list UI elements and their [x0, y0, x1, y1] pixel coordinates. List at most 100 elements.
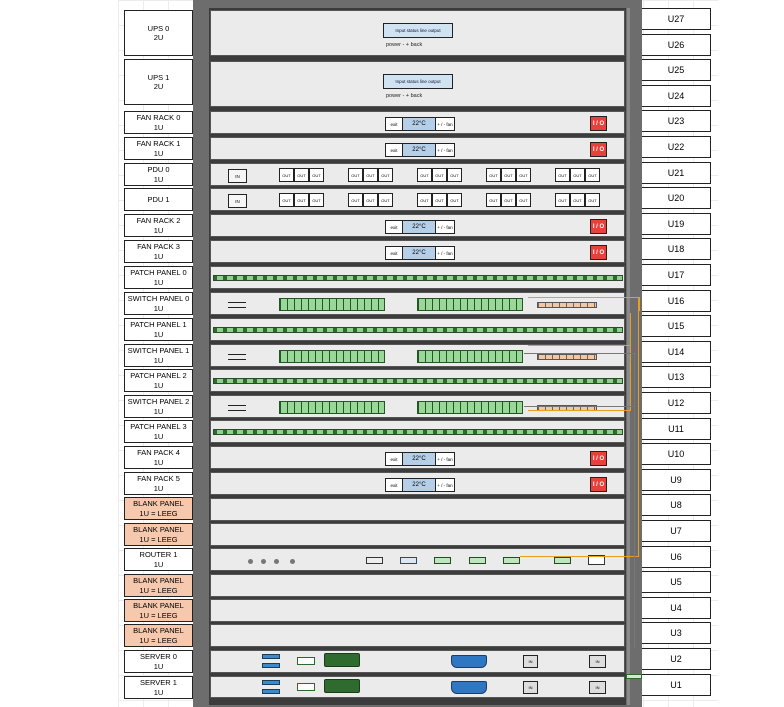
router-wan-port[interactable]: [554, 557, 571, 564]
pdu-outlet[interactable]: OUT: [555, 193, 570, 207]
pdu-outlet[interactable]: OUT: [309, 193, 324, 207]
device-label-text: SERVER 0 1U: [140, 652, 177, 671]
power-switch[interactable]: I / O: [590, 245, 607, 260]
pdu-outlet[interactable]: OUT: [378, 193, 393, 207]
switch-sfp-ports[interactable]: [537, 302, 597, 308]
blank-panel-unit: [210, 624, 625, 647]
u-position-label: U4: [641, 596, 711, 619]
pdu-input-socket[interactable]: IN: [228, 169, 247, 183]
u-position-label: U10: [641, 443, 711, 466]
router-console-port[interactable]: [366, 557, 383, 564]
pdu-outlet[interactable]: OUT: [447, 193, 462, 207]
switch-port-group[interactable]: [417, 350, 523, 363]
pdu-outlet[interactable]: OUT: [570, 193, 585, 207]
pdu-outlet[interactable]: OUT: [486, 193, 501, 207]
pdu-outlet[interactable]: OUT: [294, 168, 309, 182]
u-position-label: U21: [641, 161, 711, 184]
pdu-outlet[interactable]: OUT: [294, 193, 309, 207]
server-power-in[interactable]: IN: [523, 681, 538, 694]
router-led: [290, 559, 295, 564]
device-label-text: PDU 0 1U: [147, 165, 170, 184]
pdu-outlet[interactable]: OUT: [378, 168, 393, 182]
device-label-text: BLANK PANEL 1U = LEEG: [133, 525, 184, 544]
cable-gray: [524, 406, 634, 408]
pdu-outlet[interactable]: OUT: [348, 193, 363, 207]
switch-panel-1-unit: [210, 344, 625, 367]
device-label-text: SERVER 1 1U: [140, 678, 177, 697]
server-usb-port[interactable]: [262, 654, 280, 659]
u-position-label: U23: [641, 110, 711, 133]
device-label: SWITCH PANEL 2 1U: [124, 395, 193, 418]
router-lan-port[interactable]: [434, 557, 451, 564]
u-position-label: U6: [641, 545, 711, 568]
server-serial-port[interactable]: [451, 681, 487, 694]
server-serial-port[interactable]: [451, 655, 487, 668]
ups-buttons-label: power - + back: [386, 42, 423, 48]
pdu-outlet[interactable]: OUT: [279, 193, 294, 207]
server-usb-port[interactable]: [262, 663, 280, 668]
pdu-outlet[interactable]: OUT: [417, 193, 432, 207]
pdu-outlet[interactable]: OUT: [486, 168, 501, 182]
fan-speed-label: + / - fan: [435, 143, 455, 157]
server-network-port[interactable]: [297, 657, 315, 665]
pdu-outlet[interactable]: OUT: [363, 193, 378, 207]
router-lan-port[interactable]: [503, 557, 520, 564]
ups-lcd-text: Input status line output: [395, 28, 441, 33]
pdu-outlet[interactable]: OUT: [432, 168, 447, 182]
pdu-outlet[interactable]: OUT: [555, 168, 570, 182]
server-vga-port[interactable]: [324, 679, 360, 693]
server-network-port[interactable]: [297, 683, 315, 691]
power-switch[interactable]: I / O: [590, 142, 607, 157]
pdu-outlet[interactable]: OUT: [447, 168, 462, 182]
switch-console-port[interactable]: [228, 302, 246, 308]
router-led: [274, 559, 279, 564]
server-vga-port[interactable]: [324, 653, 360, 667]
pdu-outlet[interactable]: OUT: [516, 193, 531, 207]
device-label: PATCH PANEL 2 1U: [124, 369, 193, 392]
server-power-in[interactable]: IN: [523, 655, 538, 668]
switch-port-group[interactable]: [417, 298, 523, 311]
pdu-outlet[interactable]: OUT: [585, 168, 600, 182]
switch-console-port[interactable]: [228, 354, 246, 360]
server-power-in[interactable]: IN: [589, 681, 606, 694]
power-switch[interactable]: I / O: [590, 477, 607, 492]
switch-sfp-ports[interactable]: [537, 354, 597, 360]
device-label-text: UPS 0 2U: [147, 23, 170, 42]
router-lan-port[interactable]: [469, 557, 486, 564]
power-switch[interactable]: I / O: [590, 451, 607, 466]
ups-lcd: Input status line output: [383, 74, 453, 89]
switch-port-group[interactable]: [417, 401, 523, 414]
device-label: PATCH PANEL 0 1U: [124, 266, 193, 289]
pdu-outlet[interactable]: OUT: [279, 168, 294, 182]
switch-port-group[interactable]: [279, 298, 385, 311]
switch-port-group[interactable]: [279, 401, 385, 414]
switch-console-port[interactable]: [228, 405, 246, 411]
pdu-outlet[interactable]: OUT: [309, 168, 324, 182]
u-position-label: U5: [641, 571, 711, 594]
server-usb-port[interactable]: [262, 680, 280, 685]
switch-port-group[interactable]: [279, 350, 385, 363]
pdu-outlet[interactable]: OUT: [417, 168, 432, 182]
pdu-outlet[interactable]: OUT: [585, 193, 600, 207]
pdu-input-socket[interactable]: IN: [228, 194, 247, 208]
server-power-in[interactable]: IN: [589, 655, 606, 668]
fan-exit-label: exit: [385, 143, 403, 157]
pdu-outlet[interactable]: OUT: [570, 168, 585, 182]
pdu-outlet[interactable]: OUT: [348, 168, 363, 182]
power-switch[interactable]: I / O: [590, 116, 607, 131]
pdu-outlet[interactable]: OUT: [501, 193, 516, 207]
pdu-outlet[interactable]: OUT: [516, 168, 531, 182]
router-power-port[interactable]: [588, 555, 605, 565]
power-switch[interactable]: I / O: [590, 219, 607, 234]
fan-exit-label: exit: [385, 478, 403, 492]
blank-panel-unit: [210, 599, 625, 622]
rack-right-rail: [627, 8, 630, 705]
server-usb-port[interactable]: [262, 689, 280, 694]
pdu-outlet[interactable]: OUT: [501, 168, 516, 182]
router-mgmt-port[interactable]: [400, 557, 417, 564]
pdu-outlet[interactable]: OUT: [432, 193, 447, 207]
pdu-outlet[interactable]: OUT: [363, 168, 378, 182]
